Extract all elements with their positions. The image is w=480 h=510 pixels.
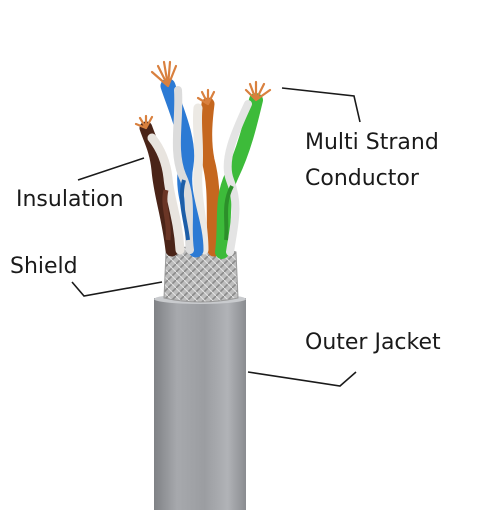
green-wire	[215, 93, 263, 259]
outer-jacket-label: Outer Jacket	[305, 330, 441, 355]
leader-line-jacket	[247, 371, 357, 387]
insulation-label: Insulation	[16, 187, 124, 212]
conductor-label: Conductor	[305, 166, 419, 191]
multi-strand-label: Multi Strand	[305, 130, 439, 155]
orange-wire	[192, 97, 221, 257]
blue-wire	[160, 78, 204, 258]
copper-conductors	[134, 60, 272, 130]
leader-line-shield	[71, 281, 163, 297]
outer-jacket	[154, 298, 246, 510]
leader-lines	[71, 87, 361, 387]
brown-wire	[139, 121, 185, 257]
leader-line-conductor	[281, 87, 361, 123]
shield-label: Shield	[10, 254, 78, 279]
leader-line-insulation	[77, 157, 145, 181]
